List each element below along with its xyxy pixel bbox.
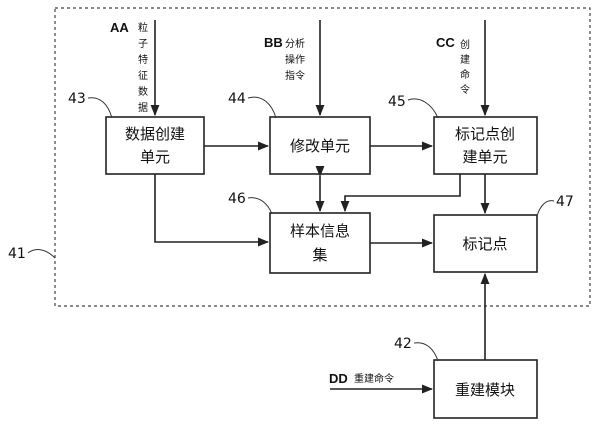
- arrow-data-to-sample: [154, 174, 270, 247]
- rebuild-module-label: 重建模块: [455, 381, 515, 399]
- ref-45: 45: [388, 94, 406, 110]
- leader-43: [87, 97, 113, 119]
- svg-text:据: 据: [138, 101, 148, 114]
- marker-creation-unit-label-2: 建单元: [462, 148, 507, 166]
- input-dd-code: DD: [329, 371, 348, 386]
- svg-text:操作: 操作: [285, 53, 305, 66]
- data-creation-unit-label-1: 数据创建: [125, 125, 185, 143]
- data-creation-unit-label-2: 单元: [140, 148, 170, 166]
- marker-point: [433, 214, 538, 273]
- input-bb-code: BB: [264, 35, 283, 50]
- data-creation-unit: [105, 116, 205, 175]
- modify-unit: [269, 116, 371, 175]
- module-boundary-41: [54, 7, 591, 307]
- svg-text:命: 命: [460, 68, 470, 81]
- input-dd-label: 重建命令: [354, 372, 394, 385]
- leader-45: [407, 98, 439, 119]
- svg-text:子: 子: [138, 38, 148, 50]
- sample-info-set-label-1: 样本信息: [290, 222, 350, 240]
- svg-text:粒: 粒: [138, 21, 148, 34]
- svg-text:特: 特: [138, 54, 148, 66]
- ref-43: 43: [68, 91, 86, 107]
- modify-unit-label: 修改单元: [290, 137, 350, 155]
- input-cc-label: 创 建 命 令: [460, 38, 470, 96]
- marker-creation-unit-label-1: 标记点创: [455, 125, 515, 143]
- input-bb-label: 分析 操作 指令: [285, 37, 305, 82]
- sample-info-set-label-2: 集: [312, 246, 327, 264]
- leader-41: [27, 249, 56, 259]
- arrow-marker-unit-to-sample: [340, 174, 461, 213]
- svg-text:数: 数: [138, 85, 148, 98]
- ref-46: 46: [228, 191, 246, 207]
- svg-text:令: 令: [460, 83, 470, 96]
- ref-42: 42: [394, 336, 412, 352]
- svg-text:征: 征: [138, 70, 148, 82]
- svg-text:分析: 分析: [285, 37, 305, 50]
- marker-point-label: 标记点: [462, 235, 507, 253]
- svg-text:建: 建: [460, 53, 470, 66]
- svg-text:创: 创: [460, 38, 470, 51]
- input-cc-code: CC: [436, 35, 455, 50]
- ref-44: 44: [228, 91, 246, 107]
- input-aa-label: 粒 子 特 征 数 据: [138, 21, 148, 114]
- sample-info-set: [269, 212, 371, 274]
- input-aa-code: AA: [110, 20, 129, 35]
- leader-47: [536, 200, 555, 217]
- svg-text:指令: 指令: [285, 69, 305, 82]
- leader-46: [247, 197, 273, 215]
- ref-41: 41: [8, 246, 26, 262]
- leader-44: [247, 96, 277, 119]
- leader-42: [413, 342, 439, 362]
- ref-47: 47: [556, 194, 574, 210]
